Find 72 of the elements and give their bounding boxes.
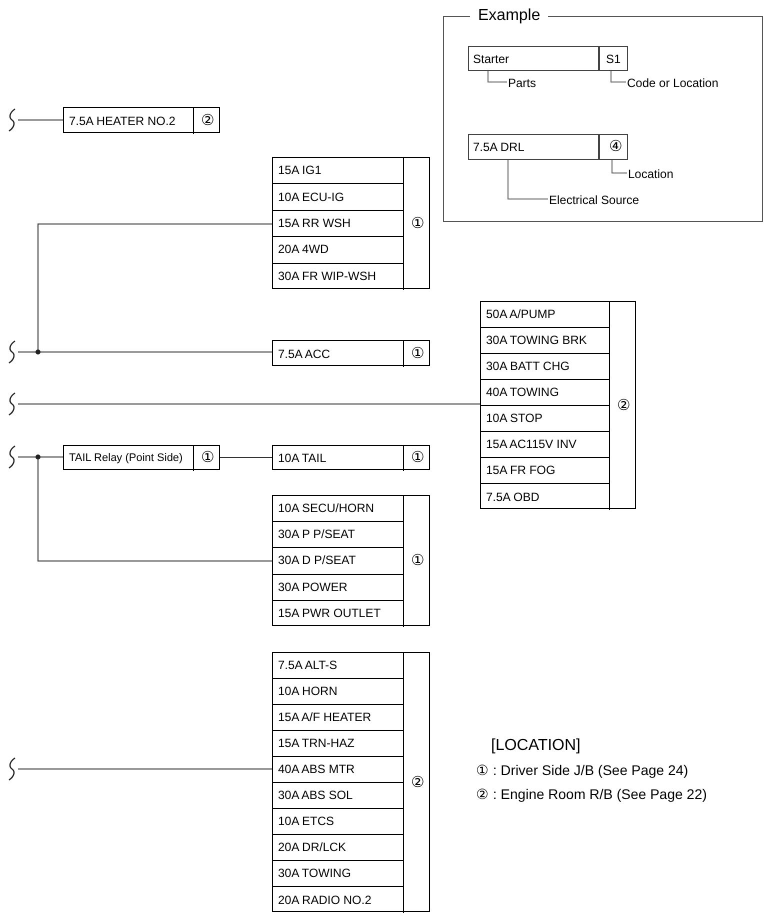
legend-heading: [LOCATION] — [490, 736, 582, 756]
fuse-row: 30A ABS SOL — [273, 783, 403, 809]
fuse-block — [272, 445, 430, 470]
fuse-row: 30A D P/SEAT — [273, 548, 403, 575]
fuse-row: 20A 4WD — [273, 237, 403, 264]
fuse-row: 15A IG1 — [273, 158, 403, 184]
fuse-row: 30A P P/SEAT — [273, 522, 403, 548]
leader-label: Parts — [508, 75, 552, 91]
example-cell: S1 — [599, 46, 628, 71]
fuse-row: 10A ETCS — [273, 809, 403, 835]
fuse-row: 40A ABS MTR — [273, 757, 403, 783]
fuse-row: 20A DR/LCK — [273, 835, 403, 861]
fuse-block — [63, 445, 220, 470]
fuse-block — [63, 107, 220, 133]
fuse-row: TAIL Relay (Point Side) — [64, 446, 193, 471]
legend-entry: ① : Driver Side J/B (See Page 24) — [476, 761, 690, 780]
fuse-row: 50A A/PUMP — [481, 302, 609, 328]
example-cell: ④ — [599, 134, 628, 160]
leader-line — [610, 70, 626, 82]
fuse-row: 40A TOWING — [481, 380, 609, 406]
leader-label: Code or Location — [627, 75, 743, 91]
example-cell: Starter — [468, 46, 599, 71]
fuse-row: 7.5A ACC — [273, 341, 403, 367]
location-cell: ① — [403, 158, 431, 290]
leader-line — [508, 158, 548, 200]
example-cell: 7.5A DRL — [468, 134, 599, 160]
location-cell: ① — [403, 341, 431, 367]
location-cell: ① — [403, 446, 431, 471]
wire — [18, 768, 272, 770]
fuse-row: 20A RADIO NO.2 — [273, 887, 403, 913]
fuse-row: 10A ECU-IG — [273, 184, 403, 211]
fuse-block — [480, 301, 636, 509]
leader-label: Location — [628, 166, 692, 182]
wire-break-symbol — [6, 392, 18, 416]
wire-break-symbol — [6, 340, 18, 364]
fuse-row: 10A TAIL — [273, 446, 403, 471]
fuse-row: 15A AC115V INV — [481, 432, 609, 458]
leader-line — [612, 158, 628, 174]
location-cell: ② — [609, 302, 637, 510]
fuse-row: 30A BATT CHG — [481, 354, 609, 380]
wire — [220, 457, 272, 458]
fuse-row: 15A PWR OUTLET — [273, 600, 403, 627]
fuse-block — [272, 340, 430, 366]
wire-break-symbol — [6, 108, 18, 132]
fuse-row: 15A RR WSH — [273, 210, 403, 238]
location-cell: ② — [193, 108, 221, 134]
fuse-row: 30A TOWING BRK — [481, 328, 609, 354]
location-cell: ① — [403, 496, 431, 627]
fuse-block — [272, 652, 430, 912]
legend-entry: ② : Engine Room R/B (See Page 22) — [476, 785, 707, 804]
fuse-row: 15A TRN-HAZ — [273, 731, 403, 757]
panel-title: Example — [470, 6, 548, 26]
fuse-row: 7.5A ALT-S — [273, 653, 403, 679]
fuse-row: 10A STOP — [481, 406, 609, 432]
fuse-row: 10A HORN — [273, 679, 403, 705]
location-cell: ② — [403, 653, 431, 913]
fuse-row: 7.5A HEATER NO.2 — [64, 108, 193, 134]
wire-break-symbol — [6, 757, 18, 781]
wire — [18, 224, 272, 352]
fuse-row: 10A SECU/HORN — [273, 496, 403, 522]
fuse-row: 15A A/F HEATER — [273, 705, 403, 731]
leader-line — [488, 70, 508, 82]
fuse-row: 15A FR FOG — [481, 458, 609, 484]
fuse-row: 30A POWER — [273, 574, 403, 601]
fuse-row: 30A FR WIP-WSH — [273, 264, 403, 290]
leader-label: Electrical Source — [549, 192, 659, 208]
fuse-row: 7.5A OBD — [481, 484, 609, 510]
wire-break-symbol — [6, 445, 18, 469]
fuse-block — [272, 495, 430, 626]
location-cell: ① — [193, 446, 221, 471]
fuse-row: 30A TOWING — [273, 861, 403, 887]
fuse-block — [272, 157, 430, 289]
